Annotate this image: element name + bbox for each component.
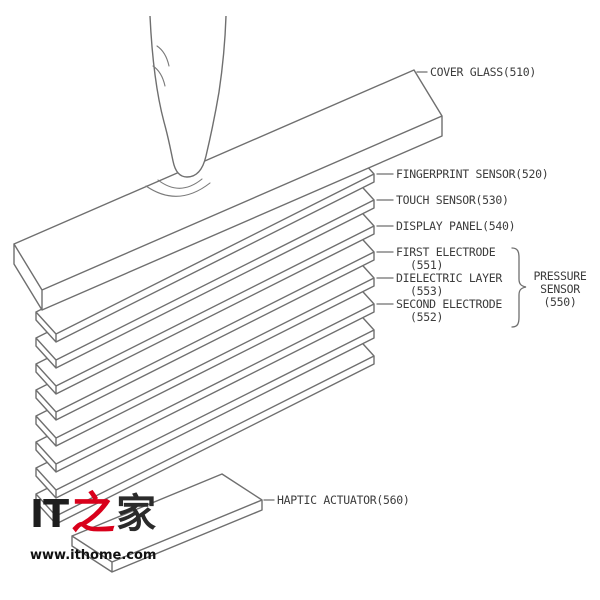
label-pressure-sensor-1: PRESSURE [534,269,587,283]
logo-text-zhi: 之 [71,488,116,539]
logo-text-jia: 家 [116,491,157,537]
label-second-electrode: SECOND ELECTRODE [396,297,502,311]
cover-glass-layer [13,69,443,311]
finger-wrinkle-line-1 [156,45,170,67]
haptic-actuator-layer [71,473,263,573]
label-display-panel: DISPLAY PANEL(540) [396,219,515,233]
label-cover-glass: COVER GLASS(510) [430,65,536,79]
label-touch-sensor: TOUCH SENSOR(530) [396,193,509,207]
label-haptic-actuator: HAPTIC ACTUATOR(560) [277,493,409,507]
label-first-electrode: FIRST ELECTRODE [396,245,496,259]
finger-illustration [149,15,227,178]
watermark-url: www.ithome.com [30,548,157,563]
finger-wrinkle-line-2 [152,65,166,87]
pressure-sensor-brace [511,247,527,328]
label-second-electrode-num: (552) [410,310,443,324]
label-dielectric-layer-num: (553) [410,284,443,298]
ithome-logo: IT 之 家 [30,486,200,542]
touch-ripple-inner [157,178,203,189]
touch-ripple-outer [145,182,211,197]
label-pressure-sensor-2: SENSOR [540,282,580,296]
label-dielectric-layer: DIELECTRIC LAYER [396,271,502,285]
layer-plate-first-electrode [35,229,375,421]
logo-text-it: IT [30,492,69,536]
label-first-electrode-num: (551) [410,258,443,272]
watermark: IT 之 家 www.ithome.com [30,486,200,564]
label-pressure-sensor-num: (550) [543,295,576,309]
label-fingerprint-sensor: FINGERPRINT SENSOR(520) [396,167,548,181]
